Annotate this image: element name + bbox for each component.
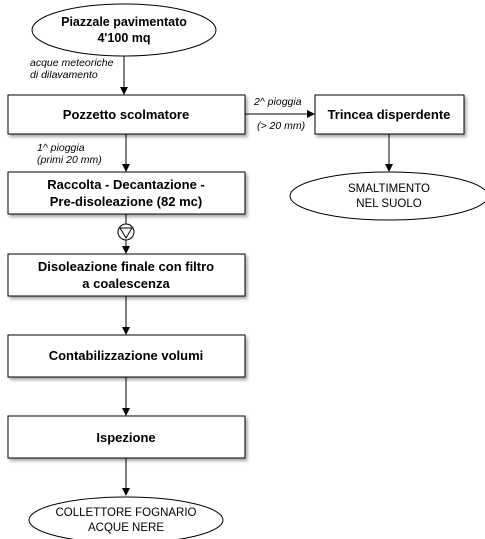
- smaltimento-line2: NEL SUOLO: [356, 198, 421, 210]
- box-ispezione: Ispezione: [7, 415, 246, 459]
- box-disoleazione-line2: a coalescenza: [82, 276, 170, 291]
- box-ispezione-label: Ispezione: [96, 430, 155, 445]
- end-node-smaltimento: SMALTIMENTO NEL SUOLO: [289, 171, 485, 221]
- box-pozzetto-label: Pozzetto scolmatore: [63, 107, 189, 122]
- box-contabilizzazione-volumi: Contabilizzazione volumi: [7, 334, 246, 378]
- start-node-piazzale: Piazzale pavimentato 4'100 mq: [31, 3, 217, 57]
- box-trincea-label: Trincea disperdente: [328, 107, 451, 122]
- label-prima-line2: (primi 20 mm): [37, 154, 102, 166]
- box-raccolta-line1: Raccolta - Decantazione -: [47, 177, 205, 192]
- pump-icon: [117, 223, 135, 241]
- collettore-line2: ACQUE NERE: [88, 522, 164, 534]
- start-node-line2: 4'100 mq: [97, 31, 150, 45]
- box-raccolta-decantazione: Raccolta - Decantazione - Pre-disoleazio…: [7, 171, 246, 215]
- collettore-line1: COLLETTORE FOGNARIO: [55, 507, 196, 519]
- box-disoleazione-line1: Disoleazione finale con filtro: [38, 259, 214, 274]
- smaltimento-line1: SMALTIMENTO: [348, 183, 430, 195]
- box-disoleazione-finale: Disoleazione finale con filtro a coalesc…: [7, 253, 246, 297]
- box-raccolta-line2: Pre-disoleazione (82 mc): [50, 194, 202, 209]
- box-pozzetto-scolmatore: Pozzetto scolmatore: [7, 94, 246, 135]
- label-seconda-line2: (> 20 mm): [257, 120, 305, 132]
- label-prima-line1: 1^ pioggia: [37, 142, 85, 154]
- box-trincea-disperdente: Trincea disperdente: [314, 94, 465, 135]
- label-acque-line1: acque meteoriche: [30, 57, 114, 69]
- label-seconda-line1: 2^ pioggia: [253, 96, 302, 108]
- start-node-line1: Piazzale pavimentato: [61, 15, 187, 29]
- box-contabilizzazione-label: Contabilizzazione volumi: [49, 348, 204, 363]
- label-acque-line2: di dilavamento: [30, 69, 98, 81]
- end-node-collettore-fognario: COLLETTORE FOGNARIO ACQUE NERE: [28, 496, 224, 539]
